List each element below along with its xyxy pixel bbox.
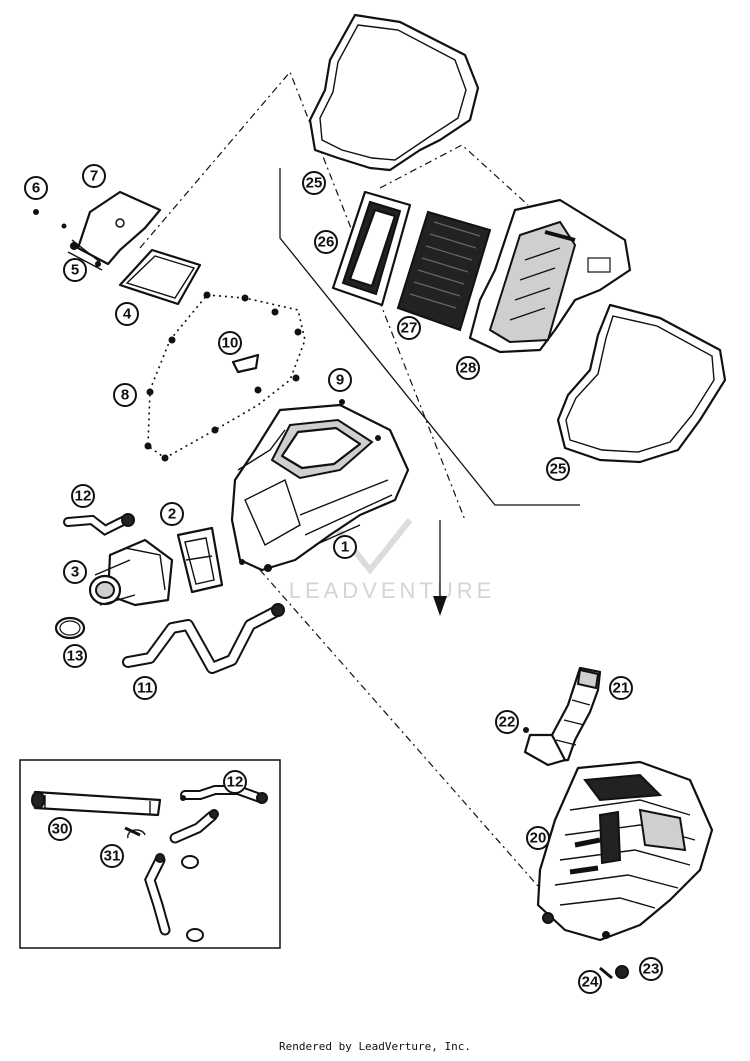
- callout-31[interactable]: 31: [100, 844, 124, 868]
- callout-25-right[interactable]: 25: [546, 457, 570, 481]
- svg-text:11: 11: [137, 680, 153, 697]
- callout-2[interactable]: 2: [160, 502, 184, 526]
- filter-element-27: [396, 210, 492, 332]
- svg-text:25: 25: [306, 175, 323, 192]
- svg-text:13: 13: [67, 648, 84, 665]
- svg-text:30: 30: [52, 821, 69, 838]
- leader-lines: [139, 70, 580, 903]
- intake-gasket-2: [176, 526, 224, 594]
- svg-text:12: 12: [75, 488, 92, 505]
- element-25-right: [556, 303, 727, 464]
- callout-4[interactable]: 4: [115, 302, 139, 326]
- footer-credit: Rendered by LeadVerture, Inc.: [278, 1040, 472, 1053]
- svg-text:1: 1: [341, 539, 349, 556]
- airbox-1: [230, 403, 410, 572]
- drain-hose-11: [122, 603, 285, 674]
- callout-25-top[interactable]: 25: [302, 171, 326, 195]
- nut-23: [615, 965, 629, 979]
- callout-1[interactable]: 1: [333, 535, 357, 559]
- svg-text:24: 24: [582, 974, 599, 991]
- svg-text:3: 3: [71, 564, 79, 581]
- callout-3[interactable]: 3: [63, 560, 87, 584]
- filter-cage-28: [468, 198, 632, 354]
- gasket-4: [118, 248, 202, 306]
- svg-text:28: 28: [460, 360, 477, 377]
- svg-text:10: 10: [222, 335, 239, 352]
- intake-funnel-3: [88, 538, 174, 607]
- hose-clamp-13: [54, 616, 86, 640]
- svg-text:22: 22: [499, 714, 516, 731]
- callout-11[interactable]: 11: [133, 676, 157, 700]
- svg-text:9: 9: [336, 372, 344, 389]
- cover-plate-7: [76, 190, 162, 266]
- svg-text:31: 31: [104, 848, 121, 865]
- svg-text:12: 12: [227, 774, 244, 791]
- callout-6[interactable]: 6: [24, 176, 48, 200]
- callout-9[interactable]: 9: [328, 368, 352, 392]
- callout-24[interactable]: 24: [578, 970, 602, 994]
- callout-30[interactable]: 30: [48, 817, 72, 841]
- svg-text:26: 26: [318, 234, 335, 251]
- svg-text:4: 4: [123, 306, 132, 323]
- breather-hose-12-upper: [63, 513, 135, 536]
- callout-12-upper[interactable]: 12: [71, 484, 95, 508]
- svg-text:7: 7: [90, 168, 98, 185]
- screws-8: [144, 291, 345, 462]
- callout-8[interactable]: 8: [113, 383, 137, 407]
- callout-10[interactable]: 10: [218, 331, 242, 355]
- callout-27[interactable]: 27: [397, 316, 421, 340]
- callout-7[interactable]: 7: [82, 164, 106, 188]
- callout-28[interactable]: 28: [456, 356, 480, 380]
- svg-text:6: 6: [32, 180, 40, 197]
- callout-12-inset[interactable]: 12: [223, 770, 247, 794]
- watermark: LEADVENTURE: [289, 518, 496, 603]
- svg-text:21: 21: [613, 680, 630, 697]
- callout-26[interactable]: 26: [314, 230, 338, 254]
- duct-cover-22: [523, 727, 567, 767]
- svg-text:27: 27: [401, 320, 418, 337]
- svg-text:23: 23: [643, 961, 660, 978]
- callout-23[interactable]: 23: [639, 957, 663, 981]
- svg-text:25: 25: [550, 461, 567, 478]
- inset-box: [19, 759, 281, 949]
- callout-22[interactable]: 22: [495, 710, 519, 734]
- frame-26: [331, 190, 412, 307]
- callout-5[interactable]: 5: [63, 258, 87, 282]
- watermark-text: LEADVENTURE: [289, 578, 496, 603]
- svg-text:8: 8: [121, 387, 129, 404]
- svg-text:2: 2: [168, 506, 176, 523]
- element-25-top: [308, 13, 480, 172]
- bracket-10: [231, 353, 260, 374]
- callout-20[interactable]: 20: [526, 826, 550, 850]
- callout-21[interactable]: 21: [609, 676, 633, 700]
- intake-duct-21: [546, 666, 602, 764]
- svg-text:5: 5: [71, 262, 79, 279]
- svg-text:20: 20: [530, 830, 547, 847]
- bolt-24: [599, 966, 613, 980]
- callout-13[interactable]: 13: [63, 644, 87, 668]
- lower-airbox-20: [536, 760, 714, 942]
